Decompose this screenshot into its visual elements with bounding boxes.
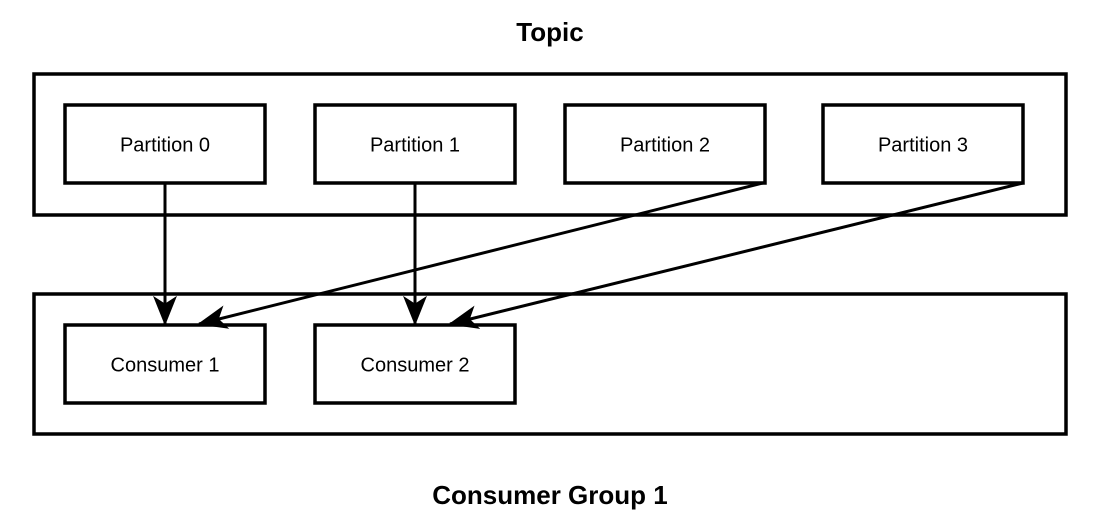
partition-label-0: Partition 0: [120, 134, 210, 156]
partition-label-3: Partition 3: [878, 134, 968, 156]
partition-box-3[interactable]: [821, 103, 1025, 185]
partition-label-1: Partition 1: [370, 134, 460, 156]
consumer-box-2[interactable]: [313, 323, 517, 405]
topic-title: Topic: [516, 17, 583, 47]
consumer-group-title: Consumer Group 1: [432, 480, 667, 510]
consumer-label-1: Consumer 1: [111, 354, 220, 376]
partition-box-0[interactable]: [63, 103, 267, 185]
partition-box-2[interactable]: [563, 103, 767, 185]
edge-partition3-to-consumer2: [448, 181, 1024, 329]
edge-partition2-to-consumer1: [197, 181, 764, 329]
consumer-label-2: Consumer 2: [361, 354, 470, 376]
consumer-box-1[interactable]: [63, 323, 267, 405]
partition-label-2: Partition 2: [620, 134, 710, 156]
